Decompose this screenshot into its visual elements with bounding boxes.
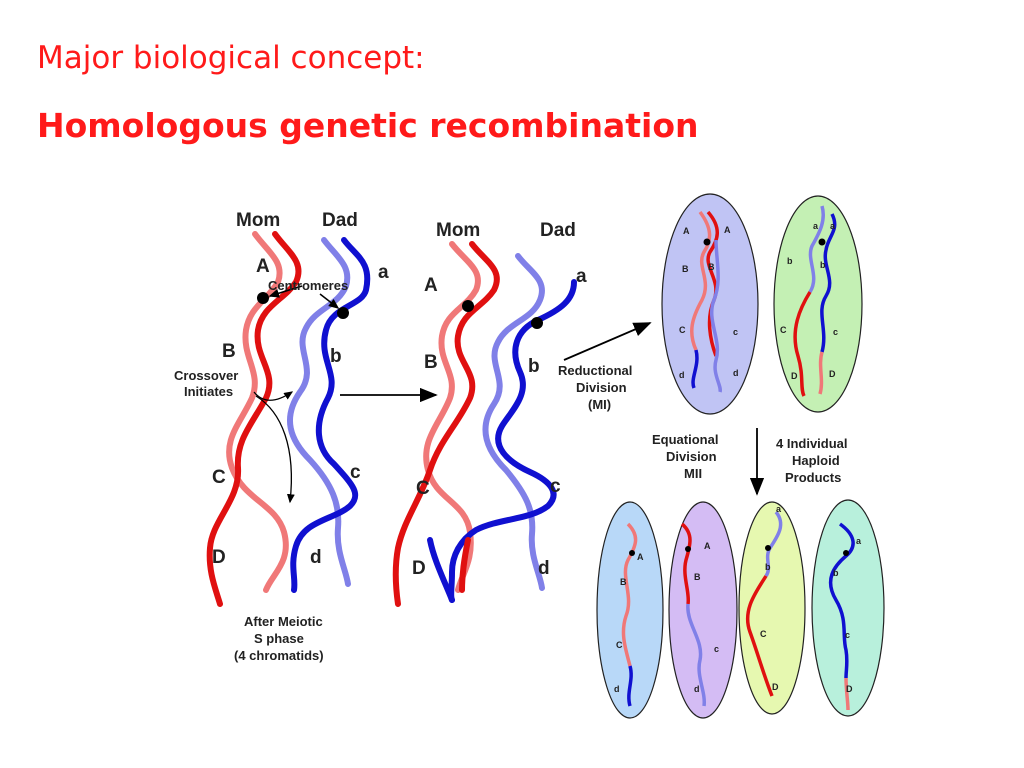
svg-text:B: B <box>682 264 689 274</box>
label-d-2: d <box>538 558 550 579</box>
label-mom-2: Mom <box>436 220 480 241</box>
caption-line-3: (4 chromatids) <box>234 648 324 663</box>
mi-cell-1: A A B B C c d d <box>661 193 759 415</box>
dad-chromatid-dark <box>290 237 371 593</box>
concept-heading: Major biological concept: <box>37 40 425 76</box>
svg-text:C: C <box>616 640 623 650</box>
reductional-line-3: (MI) <box>588 397 611 412</box>
equational-line-2: Division <box>666 449 717 464</box>
svg-text:a: a <box>830 221 836 231</box>
reductional-line-1: Reductional <box>558 363 632 378</box>
swap-red-segment <box>459 537 471 593</box>
svg-text:b: b <box>765 562 771 572</box>
label-centromeres: Centromeres <box>268 278 348 293</box>
svg-text:D: D <box>829 369 836 379</box>
label-c-1: c <box>350 462 361 483</box>
svg-text:d: d <box>679 370 685 380</box>
mom-chromatid-dark-2 <box>392 241 500 607</box>
mom-chromatid-light-2 <box>423 241 481 593</box>
svg-text:B: B <box>694 572 701 582</box>
swap-blue-tail <box>427 537 455 603</box>
svg-text:C: C <box>780 325 787 335</box>
caption-line-2: S phase <box>254 631 304 646</box>
mii-cell-1: A B C d <box>596 501 664 719</box>
caption-line-1: After Meiotic <box>244 614 323 629</box>
crossover-arrow-up <box>253 391 294 401</box>
svg-text:B: B <box>620 577 627 587</box>
centromere-mom <box>257 292 269 304</box>
label-D-2: D <box>412 558 426 579</box>
label-b-2: b <box>528 356 540 377</box>
label-B-1: B <box>222 341 236 362</box>
panel-after-s-phase: Mom Dad A a Centromeres B b Crossover In… <box>174 210 389 663</box>
label-crossover-2: Initiates <box>184 384 233 399</box>
svg-text:a: a <box>813 221 819 231</box>
svg-text:d: d <box>694 684 700 694</box>
mom-chromatid-dark <box>206 231 302 607</box>
label-A-2: A <box>424 275 438 296</box>
svg-text:c: c <box>833 327 838 337</box>
label-B-2: B <box>424 352 438 373</box>
svg-text:a: a <box>776 504 782 514</box>
concept-title: Homologous genetic recombination <box>37 106 699 145</box>
label-mom-1: Mom <box>236 210 280 231</box>
label-a-1: a <box>378 262 389 283</box>
dad-chromatid-dark-2 <box>448 279 577 603</box>
arrow-to-mi <box>563 322 652 361</box>
centromere-dad <box>337 307 349 319</box>
label-a-2: a <box>576 266 587 287</box>
panel-after-crossover: Mom Dad A a B b C c D d <box>392 220 587 607</box>
svg-text:c: c <box>733 327 738 337</box>
svg-text:D: D <box>772 682 779 692</box>
svg-text:C: C <box>679 325 686 335</box>
haploid-line-1: 4 Individual <box>776 436 848 451</box>
svg-text:D: D <box>846 684 853 694</box>
svg-text:d: d <box>733 368 739 378</box>
centromere-dad-2 <box>531 317 543 329</box>
svg-text:b: b <box>787 256 793 266</box>
svg-text:A: A <box>724 225 731 235</box>
svg-text:C: C <box>760 629 767 639</box>
label-dad-1: Dad <box>322 210 358 231</box>
svg-text:a: a <box>856 536 862 546</box>
label-crossover-1: Crossover <box>174 368 238 383</box>
haploid-line-3: Products <box>785 470 841 485</box>
centromere-pointer-right <box>319 293 340 309</box>
svg-text:b: b <box>833 568 839 578</box>
svg-text:d: d <box>614 684 620 694</box>
label-b-1: b <box>330 346 342 367</box>
svg-text:B: B <box>708 262 715 272</box>
centromere-mom-2 <box>462 300 474 312</box>
svg-text:A: A <box>683 226 690 236</box>
label-dad-2: Dad <box>540 220 576 241</box>
centromere-pointer-left <box>268 285 303 298</box>
mii-cell-2: A B c d <box>668 501 738 719</box>
dad-chromatid-light <box>286 237 351 587</box>
mii-cell-3: a b C D <box>738 501 806 715</box>
reductional-line-2: Division <box>576 380 627 395</box>
equational-line-1: Equational <box>652 432 718 447</box>
label-C-2: C <box>416 478 430 499</box>
mi-cell-2: a a b b C c D D <box>773 195 863 413</box>
svg-text:A: A <box>704 541 711 551</box>
svg-text:A: A <box>637 552 644 562</box>
svg-text:c: c <box>845 630 850 640</box>
label-A-1: A <box>256 256 270 277</box>
svg-text:c: c <box>714 644 719 654</box>
mii-cell-4: a b c D <box>811 499 885 717</box>
crossover-arrow-down <box>255 395 295 504</box>
haploid-line-2: Haploid <box>792 453 840 468</box>
label-D-1: D <box>212 547 226 568</box>
label-d-1: d <box>310 547 322 568</box>
svg-text:D: D <box>791 371 798 381</box>
mom-chromatid-light <box>226 231 289 593</box>
equational-line-3: MII <box>684 466 702 481</box>
dad-chromatid-light-2 <box>482 253 545 591</box>
label-c-2: c <box>550 476 561 497</box>
svg-text:b: b <box>820 260 826 270</box>
label-C-1: C <box>212 467 226 488</box>
